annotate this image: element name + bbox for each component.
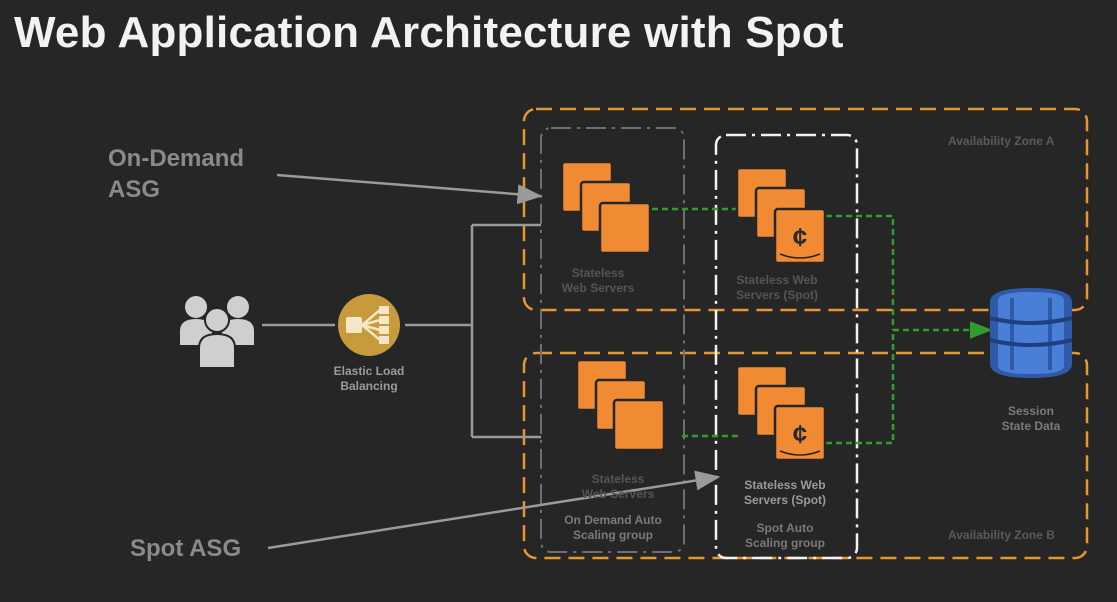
on-demand-asg-boundary [540,127,685,553]
elb-icon [338,294,400,356]
users-icon [180,296,254,369]
green-link-zone-b [682,330,895,445]
spot-cent-symbol: ¢ [793,222,807,252]
availability-zone-a-label: Availability Zone A [948,134,1055,148]
session-line2: State Data [1001,419,1061,433]
spot-callout-arrow [267,470,721,550]
spot-asg-callout: Spot ASG [130,535,242,562]
availability-zone-a [522,107,1089,312]
spot-group-line1: Spot Auto [756,521,814,535]
stateless-a-line1: Stateless [571,266,625,280]
page-title: Web Application Architecture with Spot [14,8,844,57]
availability-zone-b-label: Availability Zone B [948,528,1055,542]
availability-zone-b [522,351,1089,560]
stateless-web-servers-a-label: Stateless Web Servers [562,266,635,296]
dynamodb-icon [989,288,1073,378]
spot-cent-symbol: ¢ [793,419,807,449]
on-demand-group-line1: On Demand Auto [564,513,662,527]
on-demand-asg-label: On Demand Auto Scaling group [564,513,662,543]
stateless-b-line2: Web Servers [581,487,655,501]
on-demand-callout-line2: ASG [108,176,161,203]
ec2-instances-icon [560,160,652,255]
spot-group-line2: Scaling group [744,536,826,550]
spot-b-line1: Stateless Web [744,478,826,492]
spot-asg-boundary [714,133,859,560]
spot-asg-label: Spot Auto Scaling group [745,521,825,551]
stateless-web-servers-b-label: Stateless Web Servers [582,472,655,502]
spot-web-servers-a-label: Stateless Web Servers (Spot) [736,273,818,303]
on-demand-callout-arrow [276,173,543,205]
ec2-instances-icon [575,358,666,452]
on-demand-group-line2: Scaling group [572,528,653,542]
ec2-spot-icon: ¢ [735,166,827,265]
on-demand-callout-line1: On-Demand [108,145,245,172]
session-line1: Session [1007,404,1055,418]
elb-to-servers-connector [405,223,541,439]
spot-a-line1: Stateless Web [736,273,818,287]
stateless-b-line1: Stateless [591,472,645,486]
on-demand-asg-callout: On-Demand ASG [108,143,244,205]
elb-label-line2: Balancing [340,379,398,393]
session-state-label: Session State Data [1002,404,1061,434]
green-link-zone-a [652,207,895,330]
ec2-spot-icon: ¢ [735,364,827,462]
elb-label-line1: Elastic Load [333,364,405,378]
spot-b-line2: Servers (Spot) [743,493,827,507]
spot-web-servers-b-label: Stateless Web Servers (Spot) [744,478,826,508]
elb-label: Elastic Load Balancing [334,364,405,394]
stateless-a-line2: Web Servers [561,281,635,295]
spot-a-line2: Servers (Spot) [735,288,819,302]
